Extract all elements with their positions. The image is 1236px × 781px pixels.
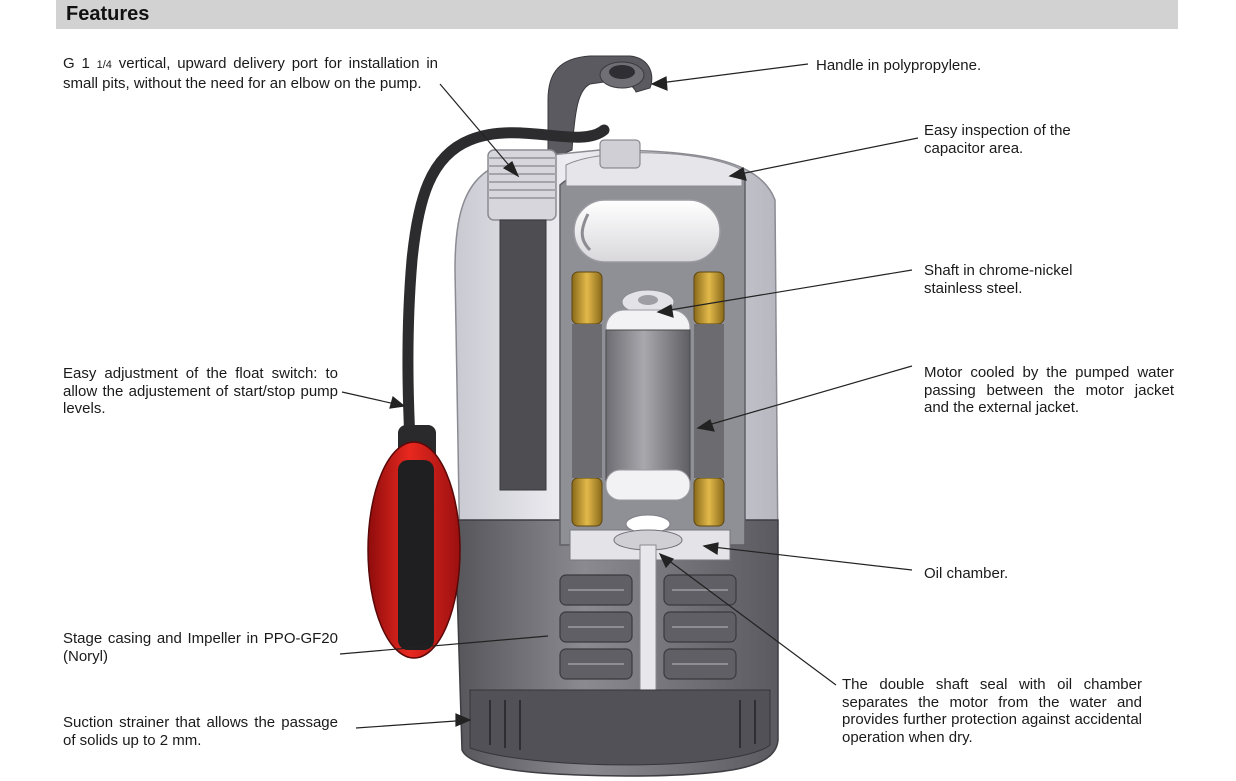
rotor — [605, 329, 691, 481]
callout-float-switch: Easy adjustment of the float switch: to … — [63, 365, 338, 417]
callout-motor-cooling: Motor cooled by the pumped water passing… — [924, 364, 1174, 416]
callout-shaft-seal: The double shaft seal with oil chamber s… — [842, 676, 1142, 746]
capacitor — [573, 199, 721, 263]
callout-shaft: Shaft in chrome-nickel stainless steel. — [924, 262, 1073, 297]
section-header-bar: Features — [56, 0, 1178, 29]
callout-suction-strainer: Suction strainer that allows the passage… — [63, 714, 338, 749]
section-title: Features — [66, 3, 150, 25]
callout-delivery-port: G 1 1/4 vertical, upward delivery port f… — [63, 55, 438, 92]
callout-handle: Handle in polypropylene. — [816, 57, 982, 74]
callout-stage-casing: Stage casing and Impeller in PPO-GF20 (N… — [63, 630, 338, 665]
callout-oil-chamber: Oil chamber. — [924, 565, 1009, 582]
float-cable — [402, 124, 610, 446]
callout-inspection: Easy inspection of the capacitor area. — [924, 122, 1071, 157]
delivery-port — [487, 149, 557, 221]
